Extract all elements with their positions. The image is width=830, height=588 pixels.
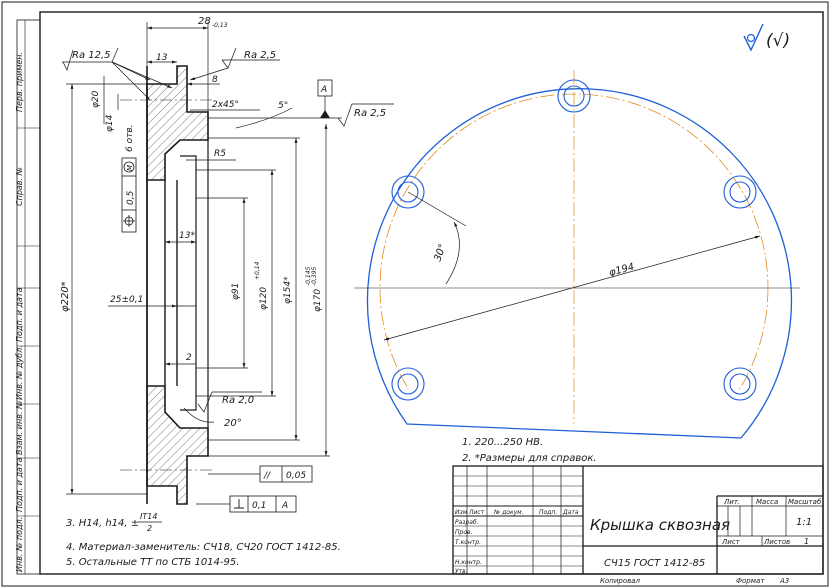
tb-mass-label: Масса [756,498,778,506]
tb-col-list: Лист [468,509,485,516]
dim-d170: φ170 [313,289,323,312]
dim-d154: φ154* [283,276,293,304]
holes-count: 6 отв. [125,124,135,152]
side-stamp: Перв. примен. Справ. № Подп. и дата Инв.… [15,19,41,575]
tb-title: Крышка сквозная [590,516,730,534]
section-hatch-bottom [146,385,209,505]
tb-col-sign: Подп. [539,509,557,516]
tb-col-izm: Изм [455,509,468,516]
note-3-prefix: 3. H14, h14, ± [66,518,139,529]
bolt-hole [723,367,757,401]
datum-a: A [320,85,327,95]
dim-d14: φ14 [105,114,115,132]
dim-8: 8 [212,75,218,85]
tb-sheets-label: Листов [763,538,790,546]
dim-d120-tol: +0,14 [254,261,261,280]
side-stamp-label: Взам. инв. № [15,401,24,455]
technical-notes: 1. 220...250 HB. 2. *Размеры для справок… [66,437,597,568]
side-stamp-label: Подп. и дата [15,457,24,512]
section-view [120,65,212,505]
ra-12-5: Ra 12,5 [72,50,111,61]
bolt-hole [391,367,425,401]
dim-13star: 13* [179,231,195,241]
dim-d220: φ220* [60,281,71,312]
tb-col-date: Дата [562,509,579,516]
dim-28: 28 [198,16,211,27]
side-stamp-label: Подп. и дата [15,287,24,342]
section-dimensions: 28 -0,13 13 Ra 12,5 Ra 2,5 8 2x45° 5° A … [60,16,394,513]
side-stamp-label: Справ. № [15,167,24,206]
tb-role: Н.контр. [455,559,482,566]
outer-contour [366,88,793,439]
dim-25: 25±0,1 [110,295,143,305]
tb-role: Утв. [455,568,468,575]
tb-material: СЧ15 ГОСТ 1412-85 [604,558,705,569]
ra-2-0: Ra 2,0 [222,395,254,406]
footer-format-value: А3 [779,577,789,585]
tb-role: Пров. [455,529,473,536]
bolt-hole [391,175,425,209]
dim-30deg: 30° [432,243,448,263]
note-4: 4. Материал-заменитель: СЧ18, СЧ20 ГОСТ … [66,542,341,553]
bolt-hole [557,79,591,113]
side-stamp-label: Инв. № подл. [15,517,24,572]
note-2: 2. *Размеры для справок. [462,453,597,464]
dim-d170-tol-up: -0,145 [305,266,312,286]
tb-scale-value: 1:1 [796,517,812,528]
dim-5deg: 5° [278,101,288,111]
roughness-general-icon: (√) [743,23,790,52]
tb-col-doc: № докум. [493,509,524,516]
note-5: 5. Остальные ТТ по СТБ 1014-95. [66,557,239,568]
tb-scale-label: Масштаб [788,498,822,506]
tb-role: Разраб. [455,519,479,526]
perpendicular-icon [234,499,244,509]
section-hatch-top [146,65,209,181]
ra-2-5-right: Ra 2,5 [354,108,386,119]
dim-d91: φ91 [231,283,241,300]
dim-d194: φ194 [608,262,636,279]
dim-d120: φ120 [259,287,269,310]
tol-perp: 0,1 [252,501,266,511]
dim-r5: R5 [214,149,226,159]
dim-d20: φ20 [91,90,101,108]
tb-sheets-value: 1 [804,537,809,546]
side-stamp-label: Инв. № дубл. [15,345,24,400]
tb-role: Т.контр. [455,539,481,546]
tol-par: 0,05 [286,471,306,481]
note-3-frac-bot: 2 [147,524,152,533]
title-block: Изм Лист № докум. Подп. Дата Разраб. Про… [452,465,824,575]
ra-2-5-top: Ra 2,5 [244,50,276,61]
note-3-frac-top: IT14 [140,512,157,521]
dim-28-tol: -0,13 [212,22,228,29]
note-1: 1. 220...250 HB. [462,437,543,448]
footer-format-label: Формат [736,577,765,585]
footer-copied: Копировал [600,577,641,585]
tol-m: M [126,165,134,171]
front-view: 30° φ194 [354,70,800,482]
mmc-icon [123,161,135,173]
tol-pos: 0,5 [126,190,136,205]
roughness-general-text: (√) [766,31,790,51]
tb-lit-label: Лит. [723,498,740,506]
position-tolerance-frame: 0,5 M [121,157,137,233]
bolt-hole [723,175,757,209]
dim-chamfer: 2x45° [212,100,239,110]
parallelism-frame: // 0,05 [208,465,313,483]
parallel-icon: // [263,471,271,481]
dim-20deg: 20° [224,418,242,429]
dim-2: 2 [186,353,192,363]
dim-d170-tol-lo: -0,395 [311,266,318,286]
tol-perp-ref: A [281,501,288,511]
side-stamp-label: Перв. примен. [15,52,24,112]
perpendicularity-frame: 0,1 A [196,495,297,513]
dim-13: 13 [156,53,168,63]
tb-sheet-label: Лист [721,538,741,546]
